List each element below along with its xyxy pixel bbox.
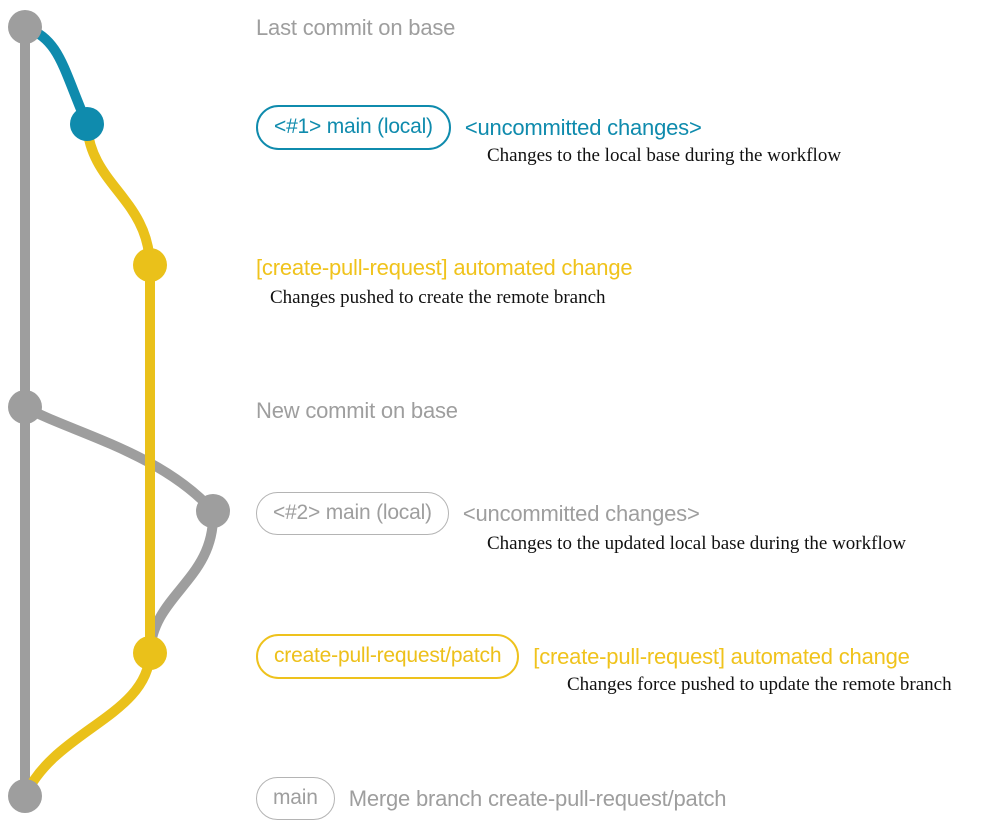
commit-headline-last-commit-on-base: Last commit on base bbox=[256, 15, 456, 40]
spacer bbox=[335, 798, 349, 799]
commit-headline-uncommitted-changes-1: <uncommitted changes> bbox=[464, 114, 702, 140]
spacer bbox=[519, 656, 533, 657]
commit-node-base-last-commit[interactable] bbox=[8, 10, 42, 44]
branch-pill-main[interactable]: main bbox=[256, 777, 335, 820]
branch-line-local-1-to-patch-1 bbox=[82, 119, 155, 270]
branch-line-base-to-local-2 bbox=[20, 402, 218, 516]
branch-line-patch-2-to-merge bbox=[20, 648, 155, 801]
commit-description-local-uncommitted-2: Changes to the updated local base during… bbox=[487, 533, 906, 554]
commit-node-patch-commit-2[interactable] bbox=[133, 636, 167, 670]
spacer bbox=[451, 127, 465, 128]
commit-description-automated-change-2: Changes force pushed to update the remot… bbox=[567, 674, 952, 695]
commit-headline-automated-change-1: [create-pull-request] automated change bbox=[256, 255, 633, 280]
commit-row-automated-change-2: create-pull-request/patch [create-pull-r… bbox=[256, 634, 910, 679]
commit-node-local-change-2[interactable] bbox=[196, 494, 230, 528]
commit-description-local-uncommitted-1: Changes to the local base during the wor… bbox=[487, 145, 842, 166]
commit-node-base-new-commit[interactable] bbox=[8, 390, 42, 424]
commit-headline-automated-change-2: [create-pull-request] automated change bbox=[533, 643, 910, 669]
commit-node-patch-commit-1[interactable] bbox=[133, 248, 167, 282]
commit-row-local-uncommitted-2: <#2> main (local) <uncommitted changes> bbox=[256, 492, 700, 535]
branch-pill-main-local-1[interactable]: <#1> main (local) bbox=[256, 105, 451, 150]
commit-headline-new-commit-on-base: New commit on base bbox=[256, 398, 458, 423]
commit-node-local-change-1[interactable] bbox=[70, 107, 104, 141]
commit-description-automated-change-1: Changes pushed to create the remote bran… bbox=[270, 287, 606, 308]
commit-headline-merge-commit: Merge branch create-pull-request/patch bbox=[348, 785, 727, 811]
branch-pill-main-local-2[interactable]: <#2> main (local) bbox=[256, 492, 449, 535]
commit-row-local-uncommitted-1: <#1> main (local) <uncommitted changes> bbox=[256, 105, 702, 150]
commit-node-base-merge-commit[interactable] bbox=[8, 779, 42, 813]
branch-pill-create-pull-request-patch[interactable]: create-pull-request/patch bbox=[256, 634, 520, 679]
commit-row-merge-commit: main Merge branch create-pull-request/pa… bbox=[256, 777, 727, 820]
spacer bbox=[449, 513, 463, 514]
commit-headline-uncommitted-changes-2: <uncommitted changes> bbox=[462, 500, 700, 526]
